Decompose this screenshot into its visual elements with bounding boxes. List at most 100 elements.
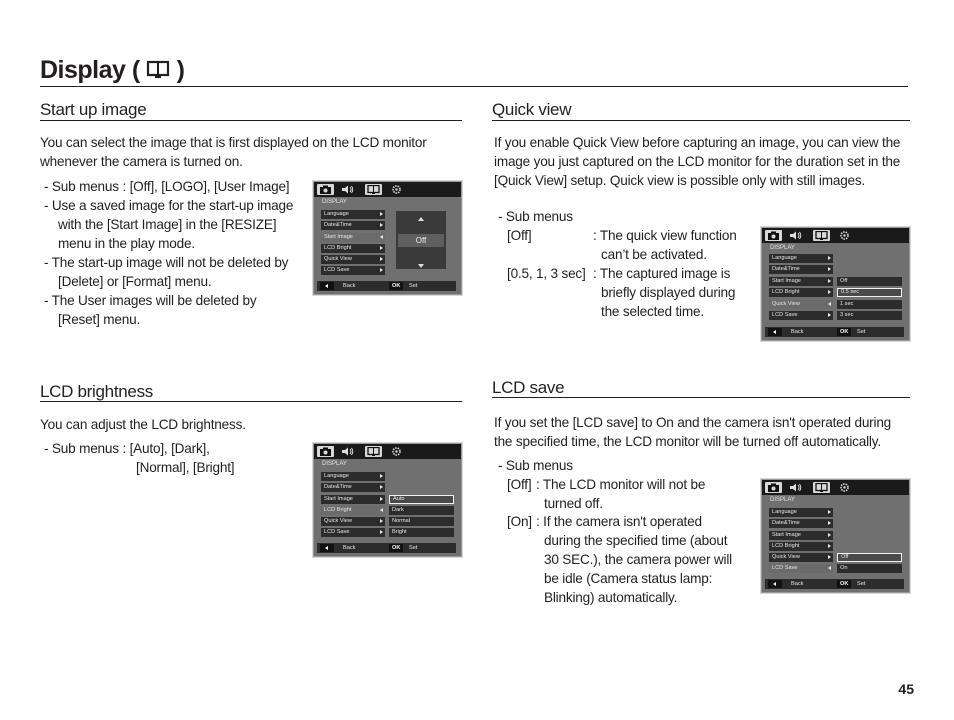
menu-item-start-image[interactable]: Start Image: [769, 531, 833, 540]
set-label: Set: [857, 581, 866, 587]
lcd-save-off-desc: : The LCD monitor will not be turned off…: [536, 475, 705, 513]
option-auto[interactable]: Auto: [389, 495, 454, 504]
menu-item-label: LCD Bright: [324, 507, 352, 513]
text-line: - The User images will be deleted by: [44, 293, 257, 308]
ok-button[interactable]: OK: [389, 544, 404, 552]
text-line: 30 SEC.), the camera power will: [544, 552, 732, 567]
page-title-close: ): [176, 56, 185, 84]
menu-item-lcd-save[interactable]: LCD Save: [321, 266, 385, 275]
menu-item-quick-view[interactable]: Quick View: [321, 517, 385, 526]
menu-item-start-image[interactable]: Start Image: [769, 277, 833, 286]
menu-item-lcd-bright[interactable]: LCD Bright: [321, 244, 385, 253]
arrow-right-icon: [380, 519, 383, 523]
menu-item-date-time[interactable]: Date&Time: [321, 221, 385, 230]
text-line: [Quick View] setup. Quick view is possib…: [494, 173, 866, 188]
camera-icon: [765, 482, 782, 493]
menu-title: DISPLAY: [322, 461, 347, 467]
option-bright[interactable]: Bright: [389, 528, 454, 537]
menu-item-quick-view[interactable]: Quick View: [769, 300, 833, 309]
section-heading-lcd-brightness: LCD brightness: [40, 382, 153, 401]
start-image-value[interactable]: Off: [398, 234, 444, 247]
option-1-sec[interactable]: 1 sec: [837, 300, 902, 309]
option-0-5-sec[interactable]: 0.5 sec: [837, 288, 902, 297]
menu-item-label: Quick View: [324, 518, 352, 524]
title-rule: [40, 86, 908, 87]
back-icon[interactable]: [768, 580, 782, 588]
text-line: can’t be activated.: [601, 247, 707, 262]
option-3-sec[interactable]: 3 sec: [837, 311, 902, 320]
ok-button[interactable]: OK: [389, 282, 404, 290]
lcd-tabs: [314, 182, 461, 197]
text-line: : The quick view function: [593, 228, 737, 243]
menu-item-lcd-bright[interactable]: LCD Bright: [769, 542, 833, 551]
back-icon[interactable]: [320, 282, 334, 290]
start-up-intro: You can select the image that is first d…: [40, 133, 427, 171]
lcd-brightness-intro: You can adjust the LCD brightness.: [40, 417, 246, 432]
menu-item-label: Language: [324, 473, 349, 479]
set-label: Set: [409, 283, 418, 289]
settings-icon: [836, 482, 853, 493]
menu-item-quick-view[interactable]: Quick View: [321, 255, 385, 264]
back-label: Back: [343, 283, 356, 289]
arrow-down-icon[interactable]: [418, 264, 424, 268]
lcd-bottom-bar: Back OK Set: [765, 327, 904, 337]
option-on[interactable]: On: [837, 564, 902, 573]
menu-item-language[interactable]: Language: [321, 472, 385, 481]
menu-item-date-time[interactable]: Date&Time: [769, 265, 833, 274]
lcd-screen-lcd-bright: DISPLAY Language Date&Time Start Image L…: [313, 443, 462, 557]
text-line: [Delete] or [Format] menu.: [58, 274, 212, 289]
display-icon: [813, 482, 830, 493]
menu-item-date-time[interactable]: Date&Time: [769, 519, 833, 528]
ok-button[interactable]: OK: [837, 328, 852, 336]
option-off[interactable]: Off: [837, 277, 902, 286]
arrow-right-icon: [828, 510, 831, 514]
menu-item-date-time[interactable]: Date&Time: [321, 483, 385, 492]
lcd-save-on-desc: : If the camera isn't operated during th…: [536, 512, 732, 607]
menu-item-start-image[interactable]: Start Image: [321, 233, 385, 242]
back-icon[interactable]: [320, 544, 334, 552]
text-line: : If the camera isn't operated: [536, 514, 702, 529]
menu-item-label: Start Image: [324, 234, 353, 240]
back-icon[interactable]: [768, 328, 782, 336]
arrow-up-icon[interactable]: [418, 217, 424, 221]
menu-item-label: LCD Save: [772, 565, 798, 571]
arrow-right-icon: [380, 268, 383, 272]
lcd-screen-quick-view: DISPLAY Language Date&Time Start Image L…: [761, 227, 910, 341]
menu-item-start-image[interactable]: Start Image: [321, 495, 385, 504]
menu-item-lcd-save[interactable]: LCD Save: [321, 528, 385, 537]
lcd-bottom-bar: Back OK Set: [765, 579, 904, 589]
lcd-save-off-label: [Off]: [507, 477, 532, 492]
option-off[interactable]: Off: [837, 553, 902, 562]
menu-item-language[interactable]: Language: [769, 508, 833, 517]
menu-item-label: Language: [772, 255, 797, 261]
arrow-right-icon: [380, 257, 383, 261]
set-label: Set: [857, 329, 866, 335]
menu-item-lcd-bright[interactable]: LCD Bright: [321, 506, 385, 515]
menu-item-quick-view[interactable]: Quick View: [769, 553, 833, 562]
lcd-tabs: [762, 228, 909, 243]
menu-item-label: LCD Bright: [324, 245, 352, 251]
menu-item-label: Start Image: [772, 532, 801, 538]
quick-view-off-desc: : The quick view function can’t be activ…: [593, 226, 737, 264]
menu-item-language[interactable]: Language: [769, 254, 833, 263]
quick-view-sub-menus: - Sub menus: [498, 209, 573, 224]
option-dark[interactable]: Dark: [389, 506, 454, 515]
page-title-text: Display (: [40, 56, 140, 84]
section-heading-quick-view: Quick view: [492, 100, 572, 119]
menu-item-language[interactable]: Language: [321, 210, 385, 219]
lcd-tabs: [762, 480, 909, 495]
menu-item-lcd-save[interactable]: LCD Save: [769, 311, 833, 320]
arrow-right-icon: [828, 533, 831, 537]
menu-item-label: Language: [324, 211, 349, 217]
menu-item-lcd-bright[interactable]: LCD Bright: [769, 288, 833, 297]
text-line: briefly displayed during: [601, 285, 736, 300]
arrow-left-icon: [828, 302, 831, 306]
ok-button[interactable]: OK: [837, 580, 852, 588]
arrow-right-icon: [828, 267, 831, 271]
arrow-right-icon: [380, 530, 383, 534]
menu-item-label: Date&Time: [772, 520, 800, 526]
arrow-right-icon: [380, 474, 383, 478]
lcd-save-sub-menus: - Sub menus: [498, 458, 573, 473]
option-normal[interactable]: Normal: [389, 517, 454, 526]
menu-item-lcd-save[interactable]: LCD Save: [769, 564, 833, 573]
